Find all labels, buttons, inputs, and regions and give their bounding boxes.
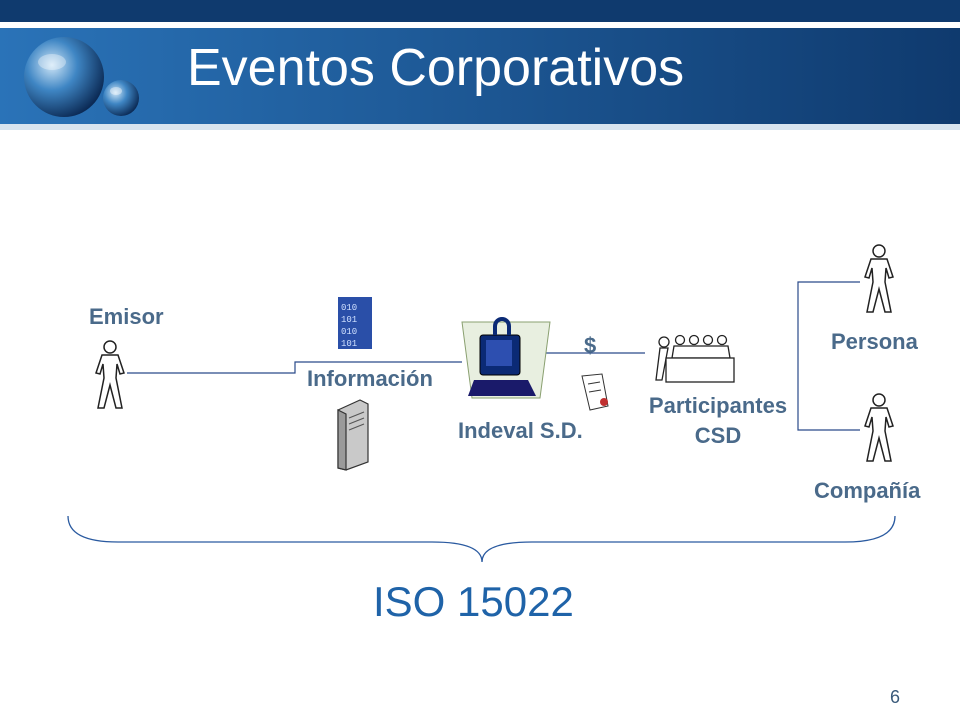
person-icon bbox=[95, 340, 125, 409]
svg-text:010: 010 bbox=[341, 303, 357, 313]
header-banner bbox=[0, 0, 960, 130]
participantes-label: Participantes CSD bbox=[634, 393, 802, 449]
iso-brace bbox=[67, 515, 896, 563]
globe-logo bbox=[24, 37, 139, 117]
page-number: 6 bbox=[890, 687, 901, 707]
emisor-label: Emisor bbox=[89, 304, 164, 329]
person-icon bbox=[864, 244, 894, 313]
document-icon bbox=[581, 373, 609, 411]
persona-label: Persona bbox=[831, 329, 918, 354]
meeting-table-icon bbox=[655, 334, 735, 383]
svg-text:101: 101 bbox=[341, 339, 357, 349]
person-icon bbox=[864, 393, 894, 462]
participantes-line1: Participantes bbox=[648, 393, 788, 418]
connector-lines bbox=[127, 281, 860, 431]
secure-computer-icon bbox=[461, 317, 551, 399]
payment-symbol: $ bbox=[584, 333, 597, 358]
participantes-line2: CSD bbox=[694, 423, 742, 448]
indeval-label: Indeval S.D. bbox=[458, 418, 583, 443]
svg-text:101: 101 bbox=[341, 315, 357, 325]
iso-standard-label: ISO 15022 bbox=[373, 578, 574, 625]
svg-text:010: 010 bbox=[341, 327, 357, 337]
server-icon bbox=[337, 399, 369, 471]
slide-title: Eventos Corporativos bbox=[187, 39, 685, 97]
binary-data-icon: 010 101 010 101 bbox=[338, 297, 372, 349]
compania-label: Compañía bbox=[814, 478, 921, 503]
informacion-label: Información bbox=[307, 366, 433, 391]
